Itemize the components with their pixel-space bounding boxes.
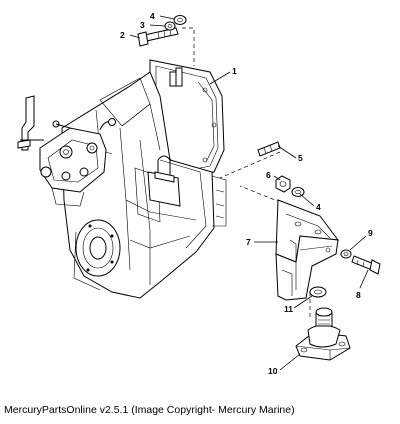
part-9-washer bbox=[340, 249, 352, 259]
callout-4-lower: 4 bbox=[316, 202, 321, 212]
callout-3: 3 bbox=[140, 20, 145, 30]
callout-4-top: 4 bbox=[150, 11, 155, 21]
part-7-mount-bracket bbox=[275, 199, 340, 301]
part-5-stud bbox=[257, 141, 281, 157]
callout-2: 2 bbox=[120, 30, 125, 40]
part-11-washer bbox=[309, 286, 327, 298]
callout-1: 1 bbox=[232, 66, 237, 76]
callout-labels: 1 2 3 4 4 5 6 7 8 9 10 11 bbox=[120, 11, 373, 376]
callout-8: 8 bbox=[356, 290, 361, 300]
callout-7: 7 bbox=[246, 237, 251, 247]
transmission-exploded-diagram: 1 2 3 4 4 5 6 7 8 9 10 11 bbox=[17, 11, 381, 376]
output-flange bbox=[73, 219, 121, 291]
callout-9: 9 bbox=[368, 228, 373, 238]
part-10-engine-mount bbox=[295, 307, 351, 361]
fittings bbox=[52, 118, 116, 131]
callout-11: 11 bbox=[284, 304, 293, 314]
callout-6: 6 bbox=[266, 170, 271, 180]
copyright-caption: MercuryPartsOnline v2.5.1 (Image Copyrig… bbox=[4, 404, 295, 416]
part-8-bolt bbox=[351, 255, 381, 275]
leader-lines bbox=[129, 15, 369, 371]
callout-5: 5 bbox=[298, 153, 303, 163]
part-4-washer-lower bbox=[291, 187, 305, 197]
valve-body bbox=[39, 127, 107, 207]
callout-10: 10 bbox=[268, 366, 278, 376]
part-2-bolt bbox=[137, 27, 179, 47]
shift-bracket bbox=[17, 95, 44, 151]
